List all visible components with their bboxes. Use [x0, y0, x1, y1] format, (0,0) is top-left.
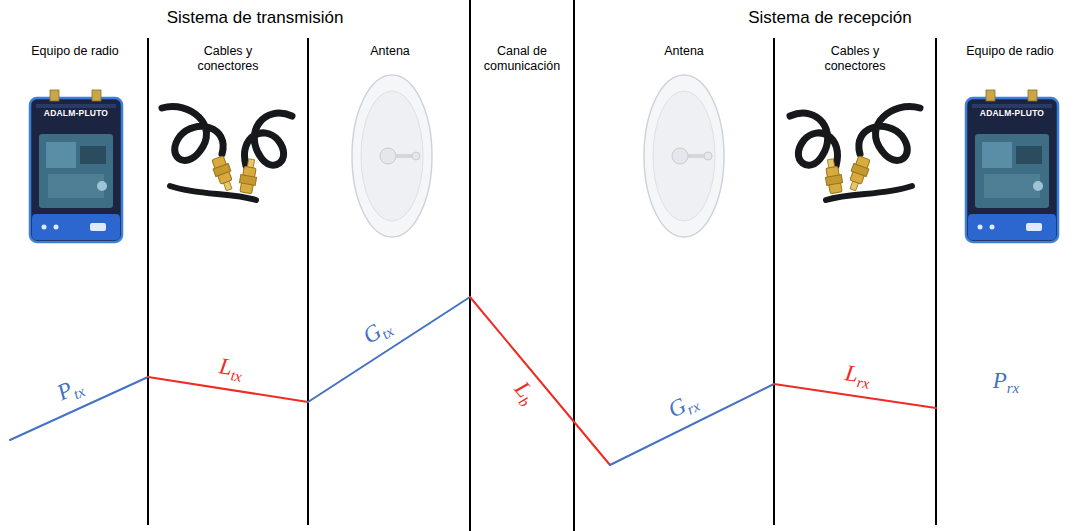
separator-line — [469, 0, 471, 531]
symbol-subscript: rx — [856, 374, 871, 392]
column-label: Cables y conectores — [805, 44, 905, 74]
symbol-subscript: rx — [1007, 380, 1020, 396]
column-label: Cables y conectores — [178, 44, 278, 74]
column-label: Equipo de radio — [10, 44, 140, 59]
separator-line — [307, 38, 309, 525]
device-brand: ADALM-PLUTO — [33, 108, 119, 118]
separator-line — [935, 38, 937, 525]
loss-segment — [148, 377, 308, 402]
dish-antenna — [644, 75, 724, 237]
column-separators — [148, 0, 936, 531]
device-brand: ADALM-PLUTO — [969, 108, 1055, 118]
cable-picture — [790, 107, 920, 200]
power-symbol: Prx — [993, 369, 1020, 396]
gain-segment — [10, 377, 148, 440]
dish-antenna — [352, 75, 432, 237]
loss-symbol: Ltx — [217, 355, 245, 385]
separator-line — [773, 38, 775, 525]
radio-device — [30, 90, 122, 242]
gain-segment — [308, 297, 470, 402]
power-symbol: Ptx — [54, 373, 88, 408]
column-label: Canal de comunicación — [474, 44, 570, 74]
column-label: Antena — [619, 44, 749, 59]
radio-device — [966, 90, 1058, 242]
column-label: Antena — [325, 44, 455, 59]
column-label: Equipo de radio — [945, 44, 1075, 59]
gain-symbol: Grx — [664, 388, 702, 425]
cable-picture — [162, 107, 292, 200]
separator-line — [147, 38, 149, 525]
gain-segment — [610, 384, 774, 465]
section-heading: Sistema de recepción — [670, 8, 990, 28]
loss-segment — [470, 297, 610, 465]
loss-symbol: Lb — [508, 377, 542, 410]
gain-symbol: Gtx — [359, 314, 397, 352]
section-heading: Sistema de transmisión — [95, 8, 415, 28]
loss-symbol: Lrx — [843, 361, 872, 391]
level-diagram — [10, 297, 936, 465]
separator-line — [573, 0, 575, 531]
loss-segment — [774, 384, 936, 408]
symbol-letter: P — [993, 368, 1007, 393]
symbol-subscript: tx — [230, 367, 243, 384]
